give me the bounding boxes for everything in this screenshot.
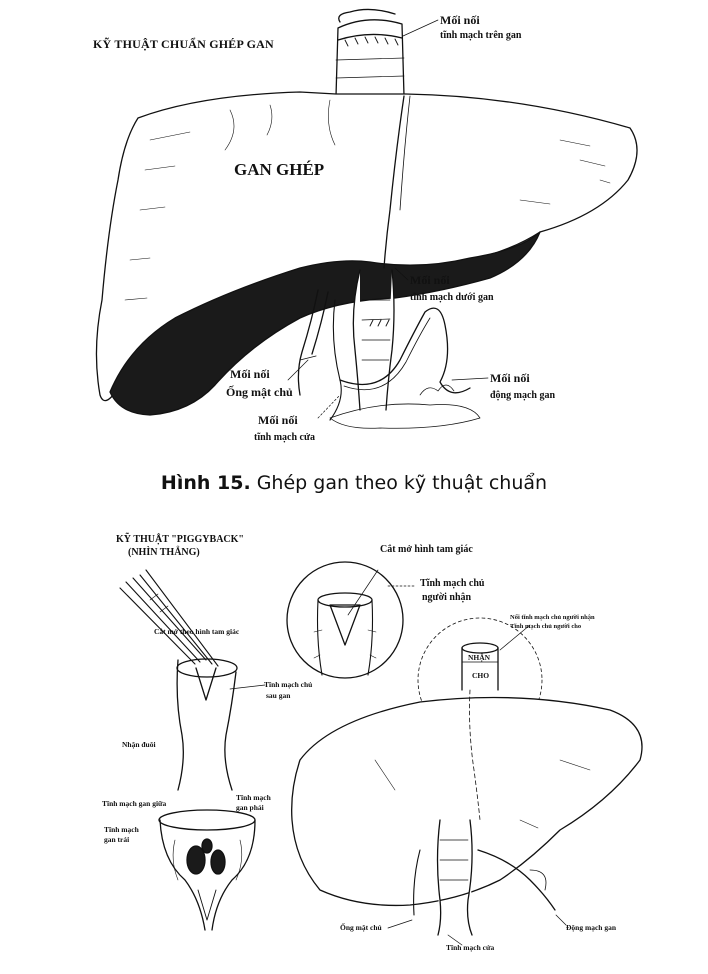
figure-caption: Hình 15. Ghép gan theo kỹ thuật chuẩn (0, 472, 708, 494)
caption-text: Ghép gan theo kỹ thuật chuẩn (250, 472, 548, 494)
caption-prefix: Hình 15. (160, 472, 251, 494)
label-junction-2: Tĩnh mạch chủ người cho (510, 623, 582, 630)
label-retro-vc-1: Tĩnh mạch chủ (264, 680, 313, 689)
tag-recipient: NHẬN (468, 653, 491, 662)
piggyback-drawing (119, 561, 643, 946)
label-suprahepatic-2: tĩnh mạch trên gan (440, 30, 522, 41)
label-portal-vein: Tĩnh mạch cửa (446, 943, 495, 952)
label-suprahepatic-1: Mối nối (440, 13, 480, 27)
label-artery-1: Mối nối (490, 371, 530, 385)
label-lower-stump: Nhận đuôi (122, 740, 156, 749)
figure-title-standard: KỸ THUẬT CHUẨN GHÉP GAN (93, 37, 274, 51)
label-triangle-cut-left: Cắt mở theo hình tam giác (154, 627, 240, 636)
label-left-hepatic-vein-2: gan trái (104, 835, 130, 844)
tag-donor: CHO (472, 671, 490, 680)
label-junction-1: Nối tĩnh mạch chủ người nhận (510, 614, 595, 621)
label-middle-hepatic-vein: Tĩnh mạch gan giữa (102, 799, 167, 808)
figure-subtitle-piggyback: (NHÌN THẲNG) (128, 547, 200, 558)
label-artery-2: động mạch gan (490, 390, 556, 401)
label-infrahepatic-2: tĩnh mạch dưới gan (410, 292, 494, 303)
label-recipient-vc-2: người nhận (422, 592, 472, 603)
label-infrahepatic-1: Mối nối (410, 273, 450, 287)
organ-label-graft: GAN GHÉP (234, 160, 325, 179)
liver-graft-drawing (95, 8, 638, 429)
label-hepatic-artery: Động mạch gan (566, 923, 617, 932)
label-recipient-vc-1: Tĩnh mạch chủ (420, 578, 485, 589)
label-left-hepatic-vein-1: Tĩnh mạch (104, 825, 139, 834)
label-retro-vc-2: sau gan (266, 691, 291, 700)
label-right-hepatic-vein-1: Tĩnh mạch (236, 793, 271, 802)
label-portal-1: Mối nối (258, 413, 298, 427)
label-bile-duct-1: Mối nối (230, 367, 270, 381)
label-triangle-cut-circle: Cắt mở hình tam giác (380, 544, 473, 555)
figure-title-piggyback: KỸ THUẬT "PIGGYBACK" (116, 534, 244, 545)
label-bile-duct-2: Ống mật chủ (226, 385, 293, 399)
label-common-bile-duct: Ống mật chủ (340, 923, 382, 932)
label-right-hepatic-vein-2: gan phải (236, 803, 264, 812)
label-portal-2: tĩnh mạch cửa (254, 432, 316, 443)
